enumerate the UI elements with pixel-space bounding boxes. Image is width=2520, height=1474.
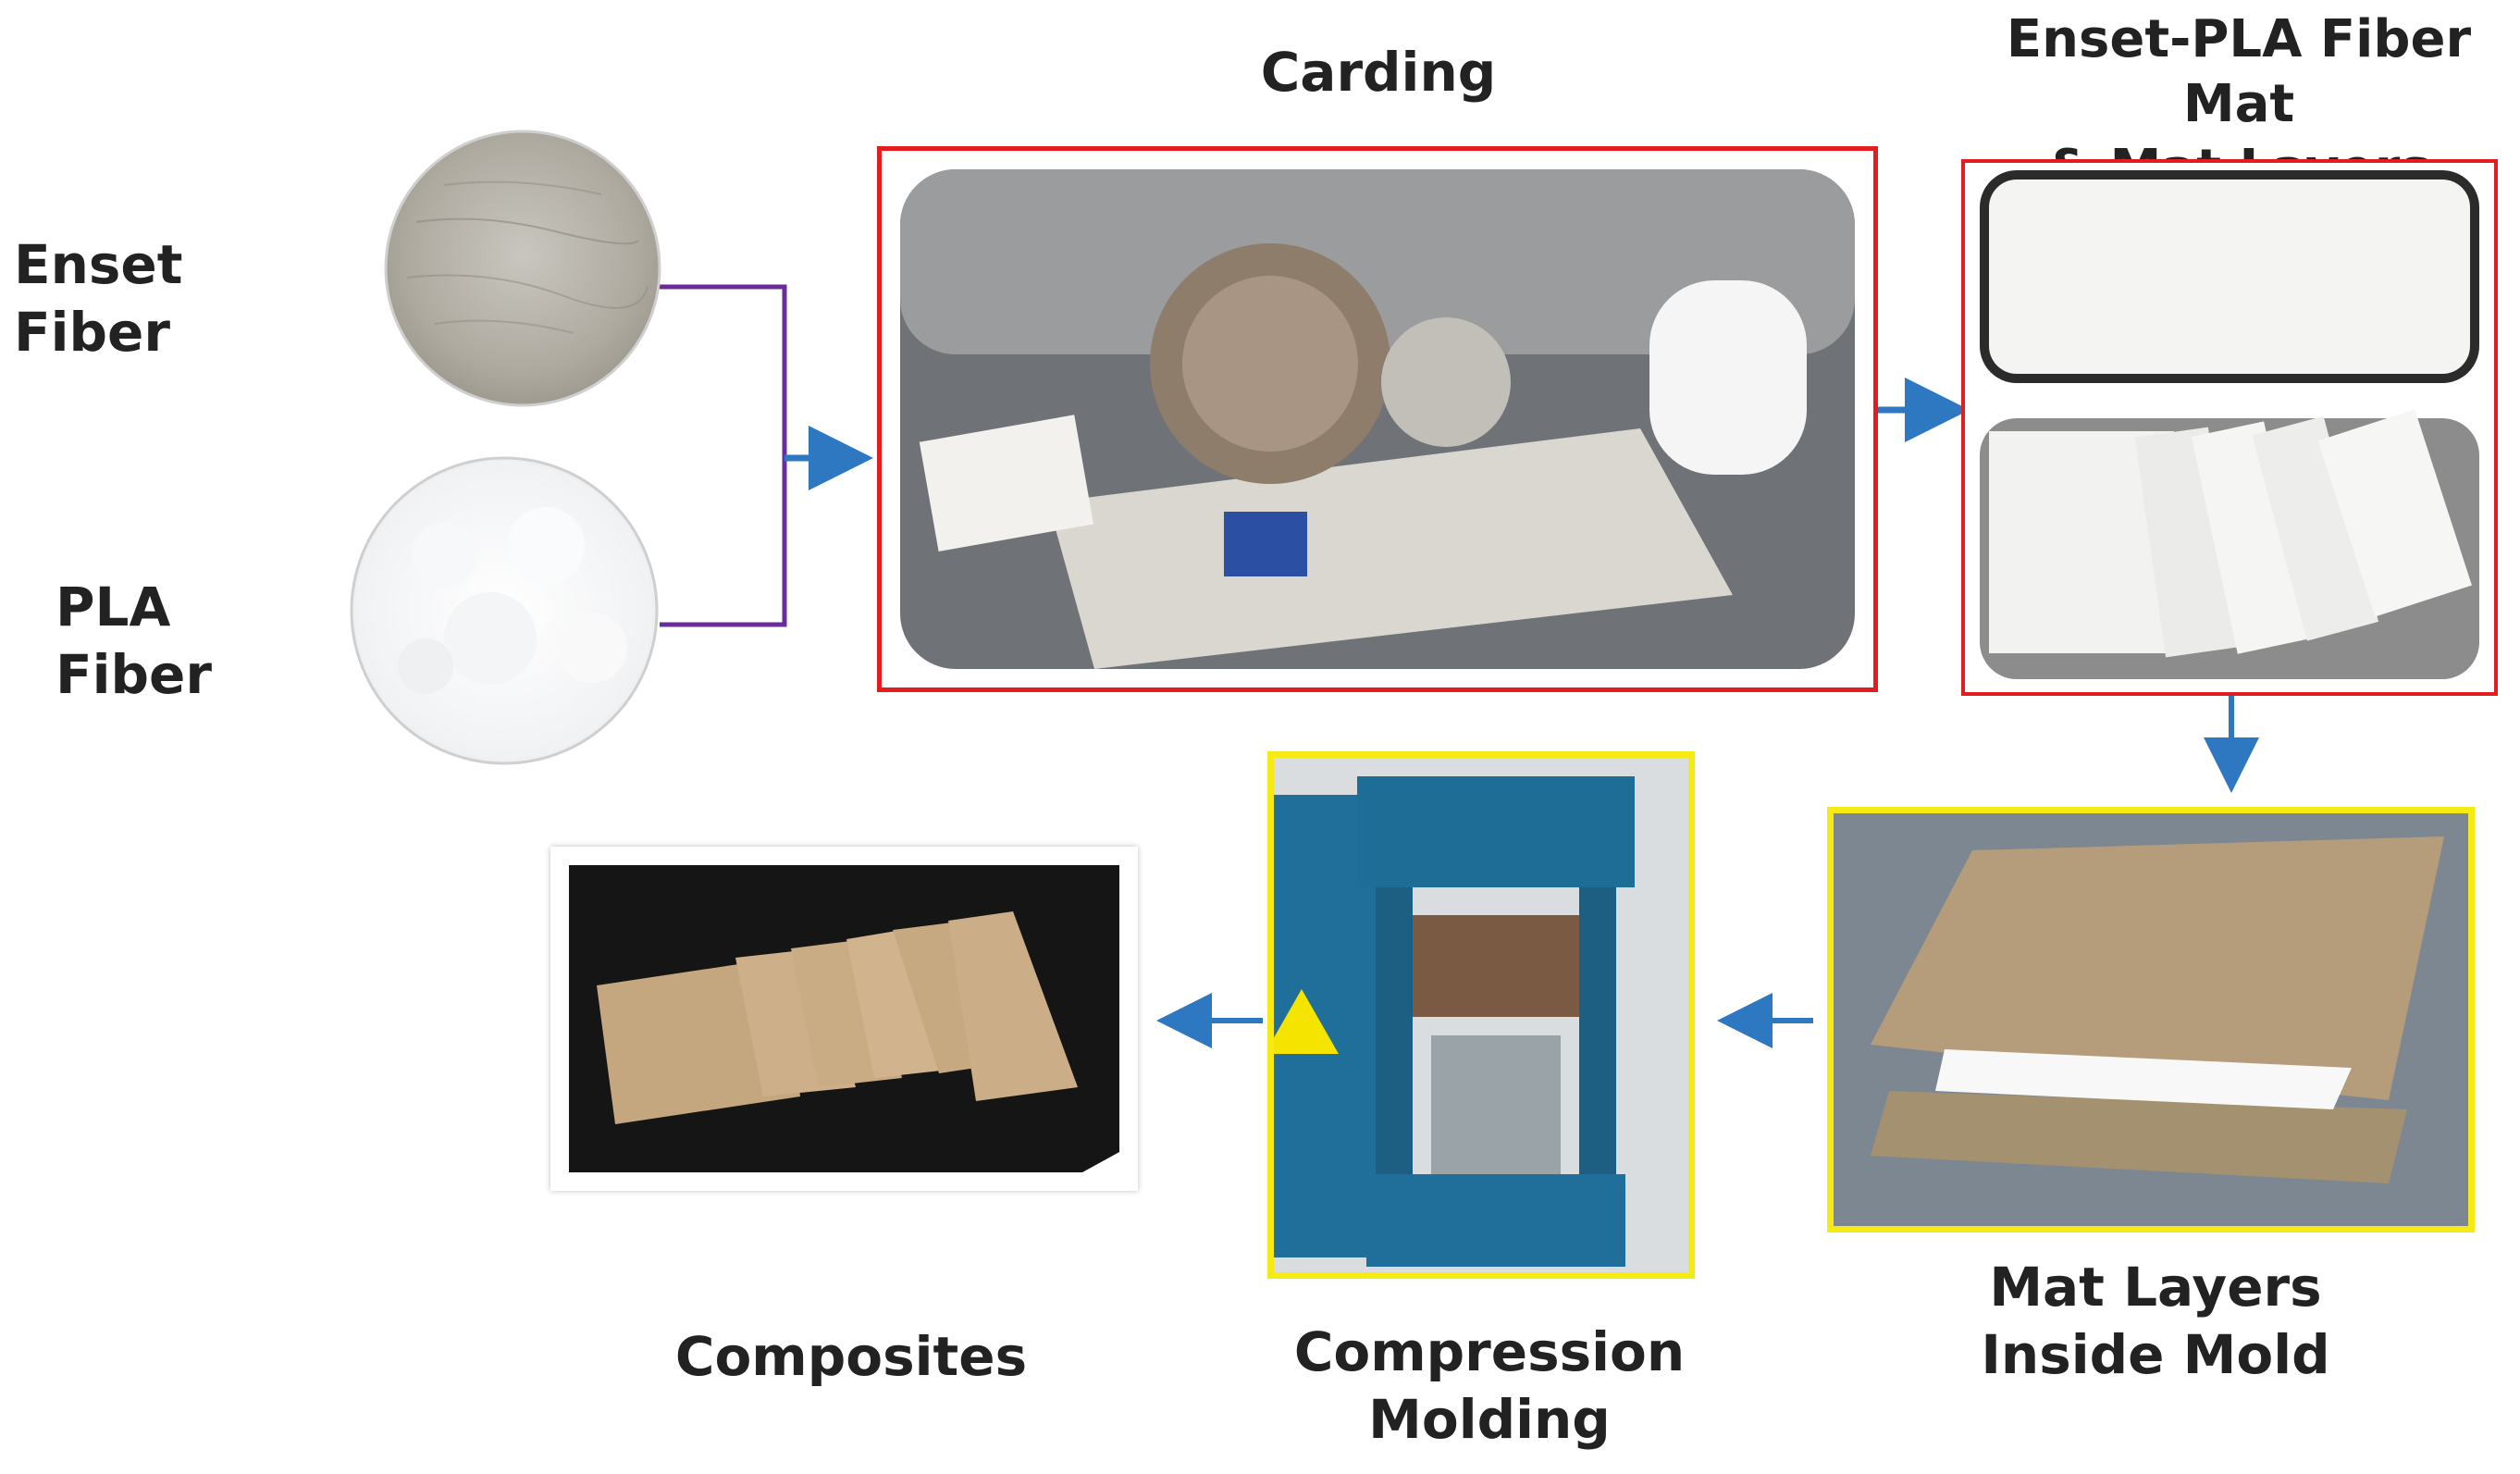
pla-fiber-image xyxy=(350,456,659,765)
compression-line1: Compression xyxy=(1293,1320,1686,1383)
compression-line2: Molding xyxy=(1368,1387,1611,1451)
composites-label: Composites xyxy=(674,1325,1028,1388)
compression-molding-label: Compression Molding xyxy=(1277,1319,1702,1453)
carding-label: Carding xyxy=(1260,41,1497,104)
enset-fiber-label: Enset Fiber xyxy=(14,233,183,364)
mold-image xyxy=(1827,807,2475,1232)
pla-fiber-label: PLA Fiber xyxy=(56,576,212,706)
enset-fiber-image xyxy=(384,130,661,407)
mat-in-mold-line2: Inside Mold xyxy=(1981,1322,2330,1386)
fiber-mat-image xyxy=(1961,159,2498,696)
mat-in-mold-line1: Mat Layers xyxy=(1989,1256,2322,1319)
composites-image xyxy=(550,847,1138,1191)
mat-title-line1: Enset-PLA Fiber Mat xyxy=(2006,9,2472,134)
mat-in-mold-label: Mat Layers Inside Mold xyxy=(1943,1254,2368,1388)
carding-machine-image xyxy=(877,146,1878,692)
compression-press-image xyxy=(1267,751,1695,1279)
